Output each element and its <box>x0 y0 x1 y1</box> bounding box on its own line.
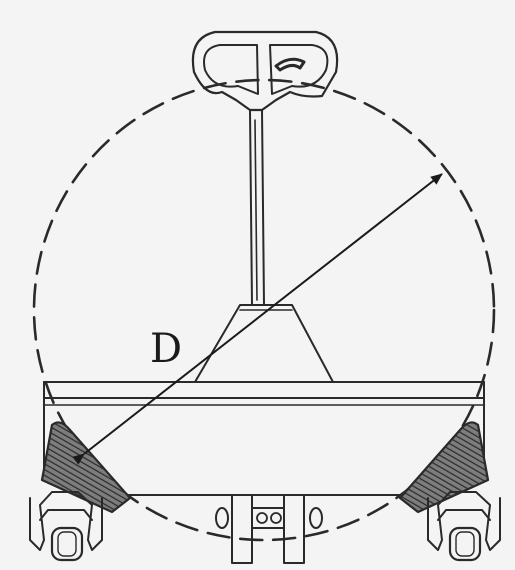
right-load-wheel <box>427 491 501 562</box>
fork-frame <box>43 381 485 481</box>
handle-shaft <box>249 109 265 306</box>
steering-wheels <box>215 494 323 564</box>
handle-lever <box>274 57 306 72</box>
diameter-arrow <box>72 173 443 465</box>
left-load-wheel <box>29 491 103 562</box>
diameter-label: D <box>150 326 182 372</box>
right-fork-tip <box>398 421 490 514</box>
turning-circle <box>32 78 496 542</box>
pump-body <box>194 304 334 383</box>
handle-grip <box>191 30 339 112</box>
left-fork-tip <box>40 421 132 514</box>
